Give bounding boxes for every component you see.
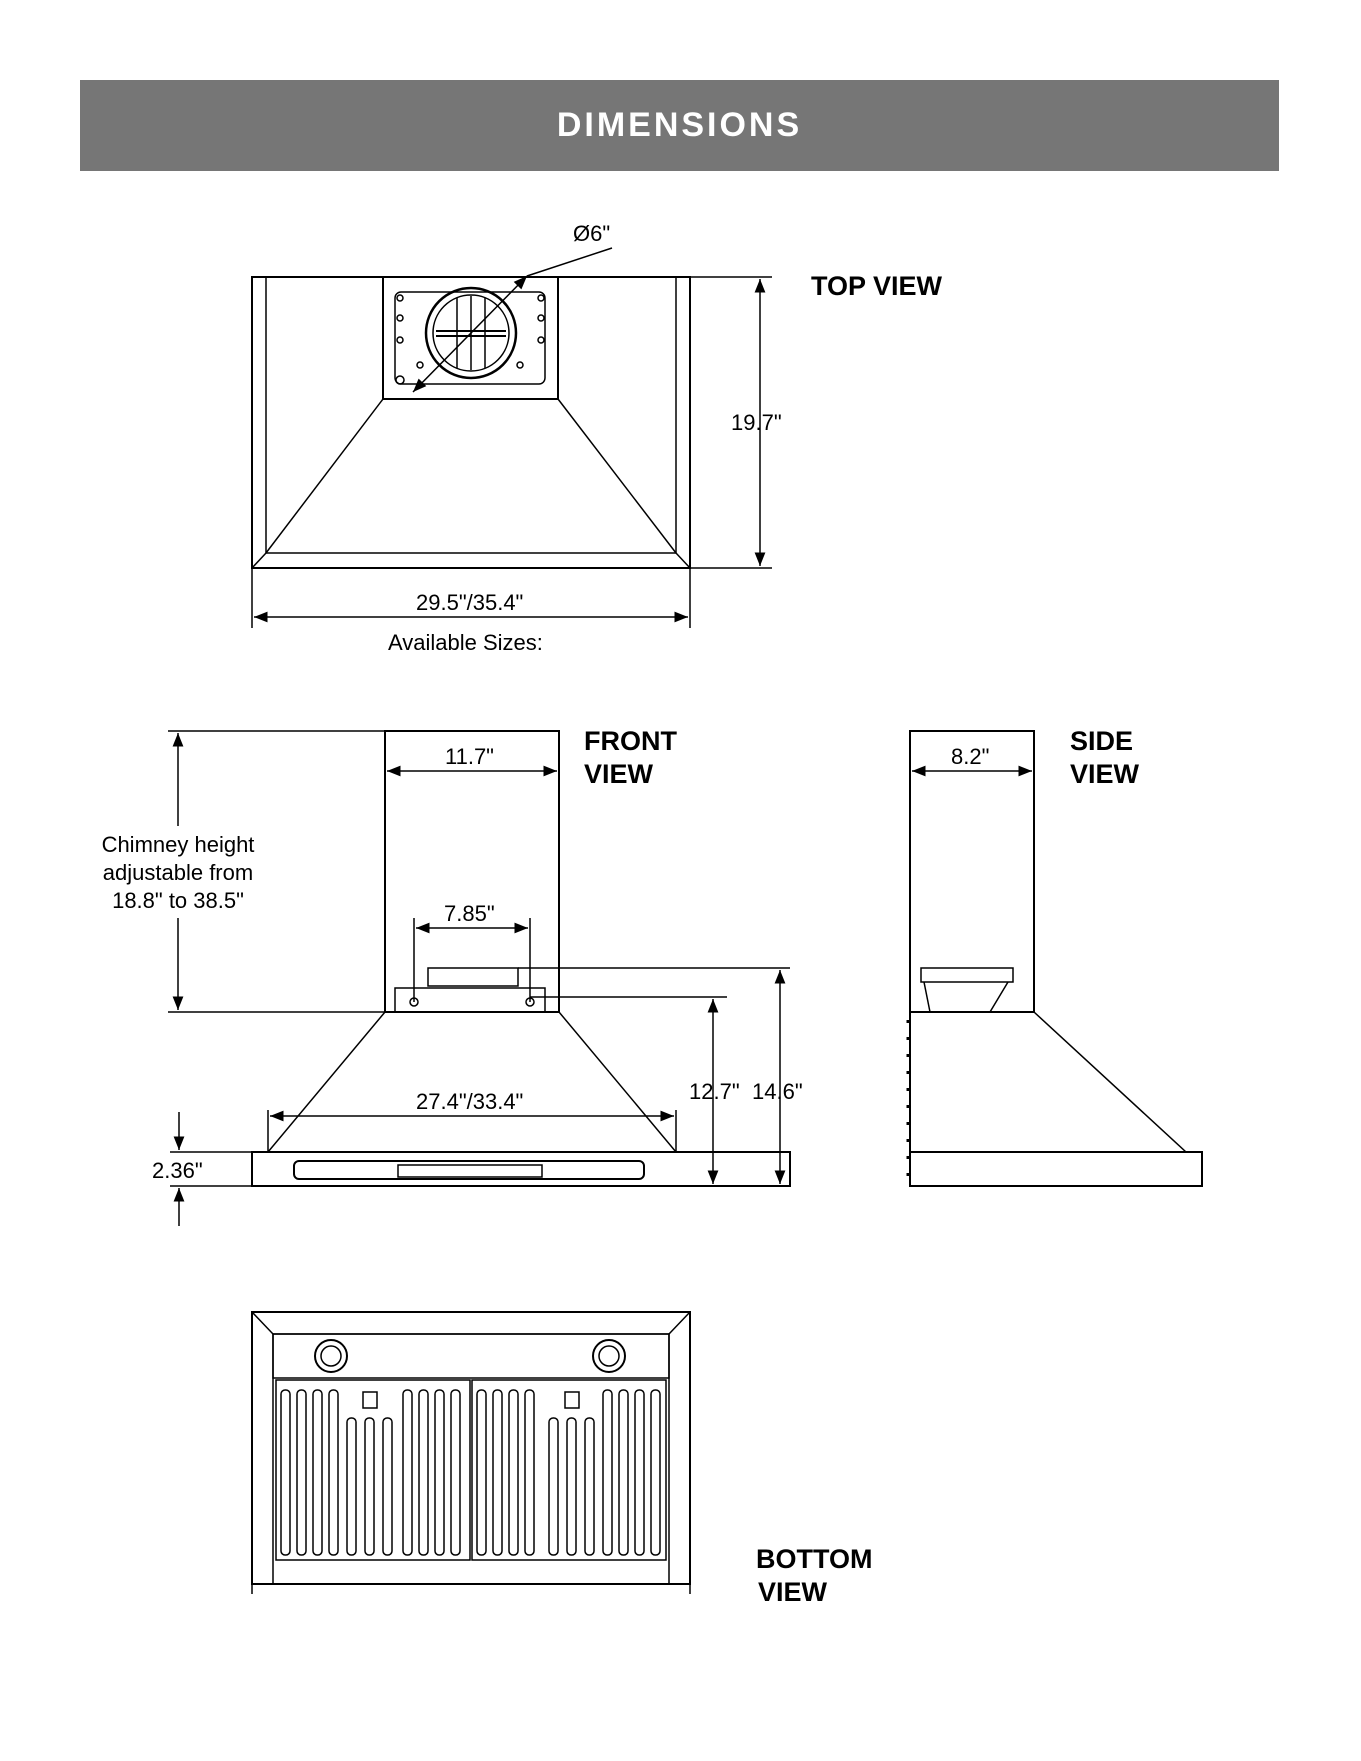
top-view-label: TOP VIEW [811,271,943,301]
top-depth-dimension: 19.7" [690,277,782,568]
filter-handle-icon [565,1392,579,1408]
side-view-outline [908,731,1202,1186]
bracket-height-label: 14.6" [752,1079,803,1104]
base-height-dimension: 2.36" [152,1112,252,1226]
top-width-dimension: 29.5"/35.4" Available Sizes: [252,568,690,655]
hood-width-dimension: 27.4"/33.4" [268,1089,676,1152]
top-view: Ø6" 19.7" 29.5"/35.4" Available Sizes: T… [252,221,943,655]
chimney-height-dimension: Chimney height adjustable from 18.8" to … [92,731,385,1012]
front-view-label-line2: VIEW [584,759,654,789]
side-depth-label: 8.2" [951,744,989,769]
light-icon [315,1340,347,1372]
chimney-note-line2: adjustable from [103,860,253,885]
hood-width-label: 27.4"/33.4" [416,1089,523,1114]
mount-height-dimension: 12.7" [530,997,790,1186]
front-view: 11.7" Chimney height adjustable from 18.… [92,726,803,1226]
base-height-label: 2.36" [152,1158,203,1183]
baffle-filter-left [276,1380,470,1560]
top-depth-label: 19.7" [731,410,782,435]
baffle-filter-right [472,1380,666,1560]
duct-diameter-label: Ø6" [573,221,610,246]
light-icon [593,1340,625,1372]
top-width-label: 29.5"/35.4" [416,590,523,615]
side-depth-dimension: 8.2" [912,744,1032,771]
bottom-view: BOTTOM VIEW [252,1312,873,1607]
side-view: 8.2" SIDE VIEW [908,726,1202,1186]
baffle-filters [276,1380,666,1560]
bottom-lights [315,1340,625,1372]
mount-spacing-dimension: 7.85" [410,901,534,1006]
chimney-width-label: 11.7" [445,744,494,769]
front-view-outline [252,731,790,1186]
available-sizes-label: Available Sizes: [388,630,543,655]
duct-collar [396,288,544,384]
bottom-view-label-line2: VIEW [758,1577,828,1607]
filter-handle-icon [363,1392,377,1408]
front-view-label-line1: FRONT [584,726,677,756]
side-view-label-line2: VIEW [1070,759,1140,789]
bottom-view-label-line1: BOTTOM [756,1544,873,1574]
chimney-note-line1: Chimney height [102,832,255,857]
side-view-label-line1: SIDE [1070,726,1133,756]
front-chimney-width-dimension: 11.7" [387,744,557,771]
mount-height-label: 12.7" [689,1079,740,1104]
mount-spacing-label: 7.85" [444,901,495,926]
chimney-note-line3: 18.8" to 38.5" [112,888,244,913]
